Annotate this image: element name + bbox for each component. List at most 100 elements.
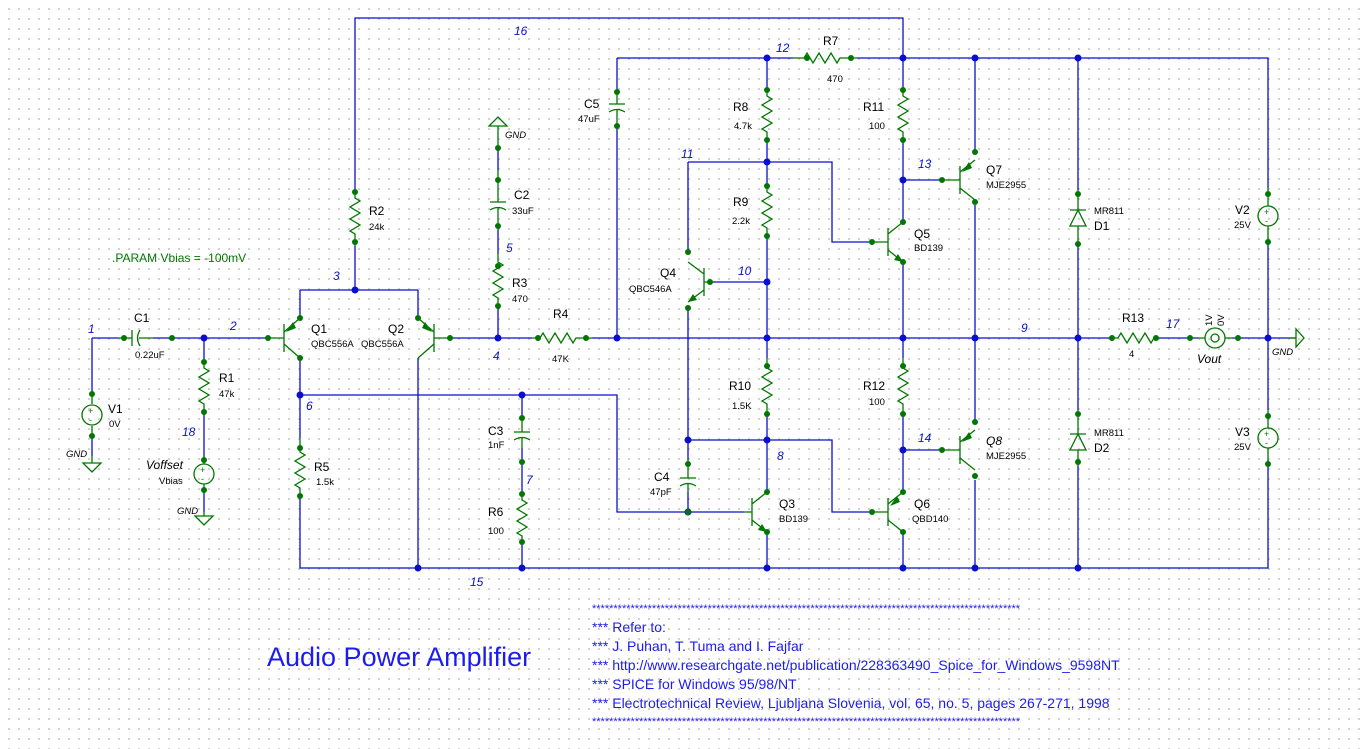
c3-value: 1nF xyxy=(488,440,505,451)
capacitor-c1-symbol xyxy=(118,329,175,347)
c2-name: C2 xyxy=(514,188,530,202)
capacitors xyxy=(118,89,697,515)
voffset-name: Voffset xyxy=(146,458,184,472)
c4-name: C4 xyxy=(654,470,670,484)
node-label-16: 16 xyxy=(514,24,528,38)
r1-name: R1 xyxy=(219,371,235,385)
r7-value: 470 xyxy=(827,74,843,85)
q8-value: MJE2955 xyxy=(986,451,1026,462)
transistors xyxy=(265,149,978,535)
node-label-6: 6 xyxy=(306,399,313,413)
r6-name: R6 xyxy=(488,505,504,519)
r9-name: R9 xyxy=(733,195,749,209)
node-label-3: 3 xyxy=(333,269,340,283)
ground-symbol-c2 xyxy=(487,116,509,151)
node-label-9: 9 xyxy=(1021,321,1028,335)
ground-symbol-voffset xyxy=(193,512,215,526)
q2-name: Q2 xyxy=(388,322,404,336)
note-line: *** Electrotechnical Review, Ljubljana S… xyxy=(592,695,1110,711)
v2-value: 25V xyxy=(1234,220,1252,231)
resistor-r13-symbol xyxy=(1109,331,1159,345)
d2-value: MR811 xyxy=(1094,428,1124,439)
note-line: *** J. Puhan, T. Tuma and I. Fajfar xyxy=(592,638,804,654)
reference-notes: ****************************************… xyxy=(592,603,1120,728)
q7-name: Q7 xyxy=(986,163,1002,177)
d1-value: MR811 xyxy=(1094,206,1124,217)
source-vout-symbol xyxy=(1187,327,1241,349)
node-label-10: 10 xyxy=(738,264,752,278)
r12-name: R12 xyxy=(863,379,885,393)
r2-name: R2 xyxy=(369,204,385,218)
wire-node1 xyxy=(91,337,118,393)
v1-name: V1 xyxy=(108,402,123,416)
note-line: *** Refer to: xyxy=(592,619,666,635)
resistor-r7-symbol xyxy=(793,51,857,65)
schematic-title: Audio Power Amplifier xyxy=(267,642,531,672)
r3-value: 470 xyxy=(512,294,528,305)
transistor-q6-symbol xyxy=(869,489,906,535)
gnd-label-v1: GND xyxy=(66,449,87,460)
node-label-17: 17 xyxy=(1166,317,1181,331)
svg-text:-: - xyxy=(1265,216,1268,226)
ground-symbol-output xyxy=(1288,327,1305,349)
capacitor-c5-symbol xyxy=(608,89,626,129)
wire-node8 xyxy=(687,310,872,513)
resistor-r12-symbol xyxy=(896,358,910,417)
resistor-r8-symbol xyxy=(760,87,774,143)
svg-text:+: + xyxy=(200,465,205,475)
svg-text:-: - xyxy=(89,415,92,425)
diode-d2-symbol xyxy=(1068,410,1088,466)
transistor-q2-symbol xyxy=(415,315,453,359)
capacitor-c4-symbol xyxy=(679,460,697,515)
r11-value: 100 xyxy=(869,121,885,132)
svg-text:-: - xyxy=(201,474,204,484)
node-labels: 1 2 3 4 5 6 7 8 9 10 11 12 13 14 15 16 1… xyxy=(88,24,1181,589)
wire-node11-q5 xyxy=(688,161,872,243)
q1-name: Q1 xyxy=(311,322,327,336)
q5-name: Q5 xyxy=(914,227,930,241)
wire-rail12-drops xyxy=(766,58,1079,190)
q4-value: QBC546A xyxy=(629,284,672,295)
r5-value: 1.5k xyxy=(316,477,334,488)
c5-value: 47uF xyxy=(578,114,600,125)
q6-name: Q6 xyxy=(914,497,930,511)
node-label-5: 5 xyxy=(506,241,513,255)
gnd-label-output: GND xyxy=(1272,347,1293,358)
r9-value: 2.2k xyxy=(732,216,750,227)
source-voffset-symbol: + - xyxy=(193,457,215,493)
capacitor-c2-symbol xyxy=(489,170,507,230)
q8-name: Q8 xyxy=(986,434,1002,448)
vout-name: Vout xyxy=(1197,352,1222,366)
transistor-q8-symbol xyxy=(939,419,978,479)
r13-value: 4 xyxy=(1129,349,1134,360)
source-v3-symbol: + - xyxy=(1257,410,1279,467)
node-label-2: 2 xyxy=(229,319,237,333)
r12-value: 100 xyxy=(869,397,885,408)
resistor-r5-symbol xyxy=(293,438,307,499)
v3-value: 25V xyxy=(1234,442,1252,453)
d2-name: D2 xyxy=(1094,441,1110,455)
transistor-q4-symbol xyxy=(685,249,713,311)
sources: + - + - + - + - xyxy=(81,188,1279,493)
c1-value: 0.22uF xyxy=(135,350,165,361)
note-line: ****************************************… xyxy=(592,603,1021,615)
node-label-12: 12 xyxy=(776,41,790,55)
node-label-14: 14 xyxy=(918,431,932,445)
r10-name: R10 xyxy=(729,379,751,393)
component-labels: C1 0.22uF R1 47k V1 0V Voffset Vbias R2 … xyxy=(66,34,1293,537)
note-line: *** http://www.researchgate.net/publicat… xyxy=(592,657,1120,673)
source-v2-symbol: + - xyxy=(1257,188,1279,245)
r6-value: 100 xyxy=(488,526,504,537)
note-line: ****************************************… xyxy=(592,716,1021,728)
r11-name: R11 xyxy=(863,100,884,114)
note-line: *** SPICE for Windows 95/98/NT xyxy=(592,676,797,692)
r1-value: 47k xyxy=(219,389,235,400)
resistor-r9-symbol xyxy=(760,183,774,239)
r8-name: R8 xyxy=(733,100,749,114)
v2-name: V2 xyxy=(1235,203,1250,217)
c4-value: 47pF xyxy=(650,487,672,498)
voffset-value: Vbias xyxy=(159,476,183,487)
c1-name: C1 xyxy=(134,311,150,325)
wires xyxy=(91,17,1296,569)
